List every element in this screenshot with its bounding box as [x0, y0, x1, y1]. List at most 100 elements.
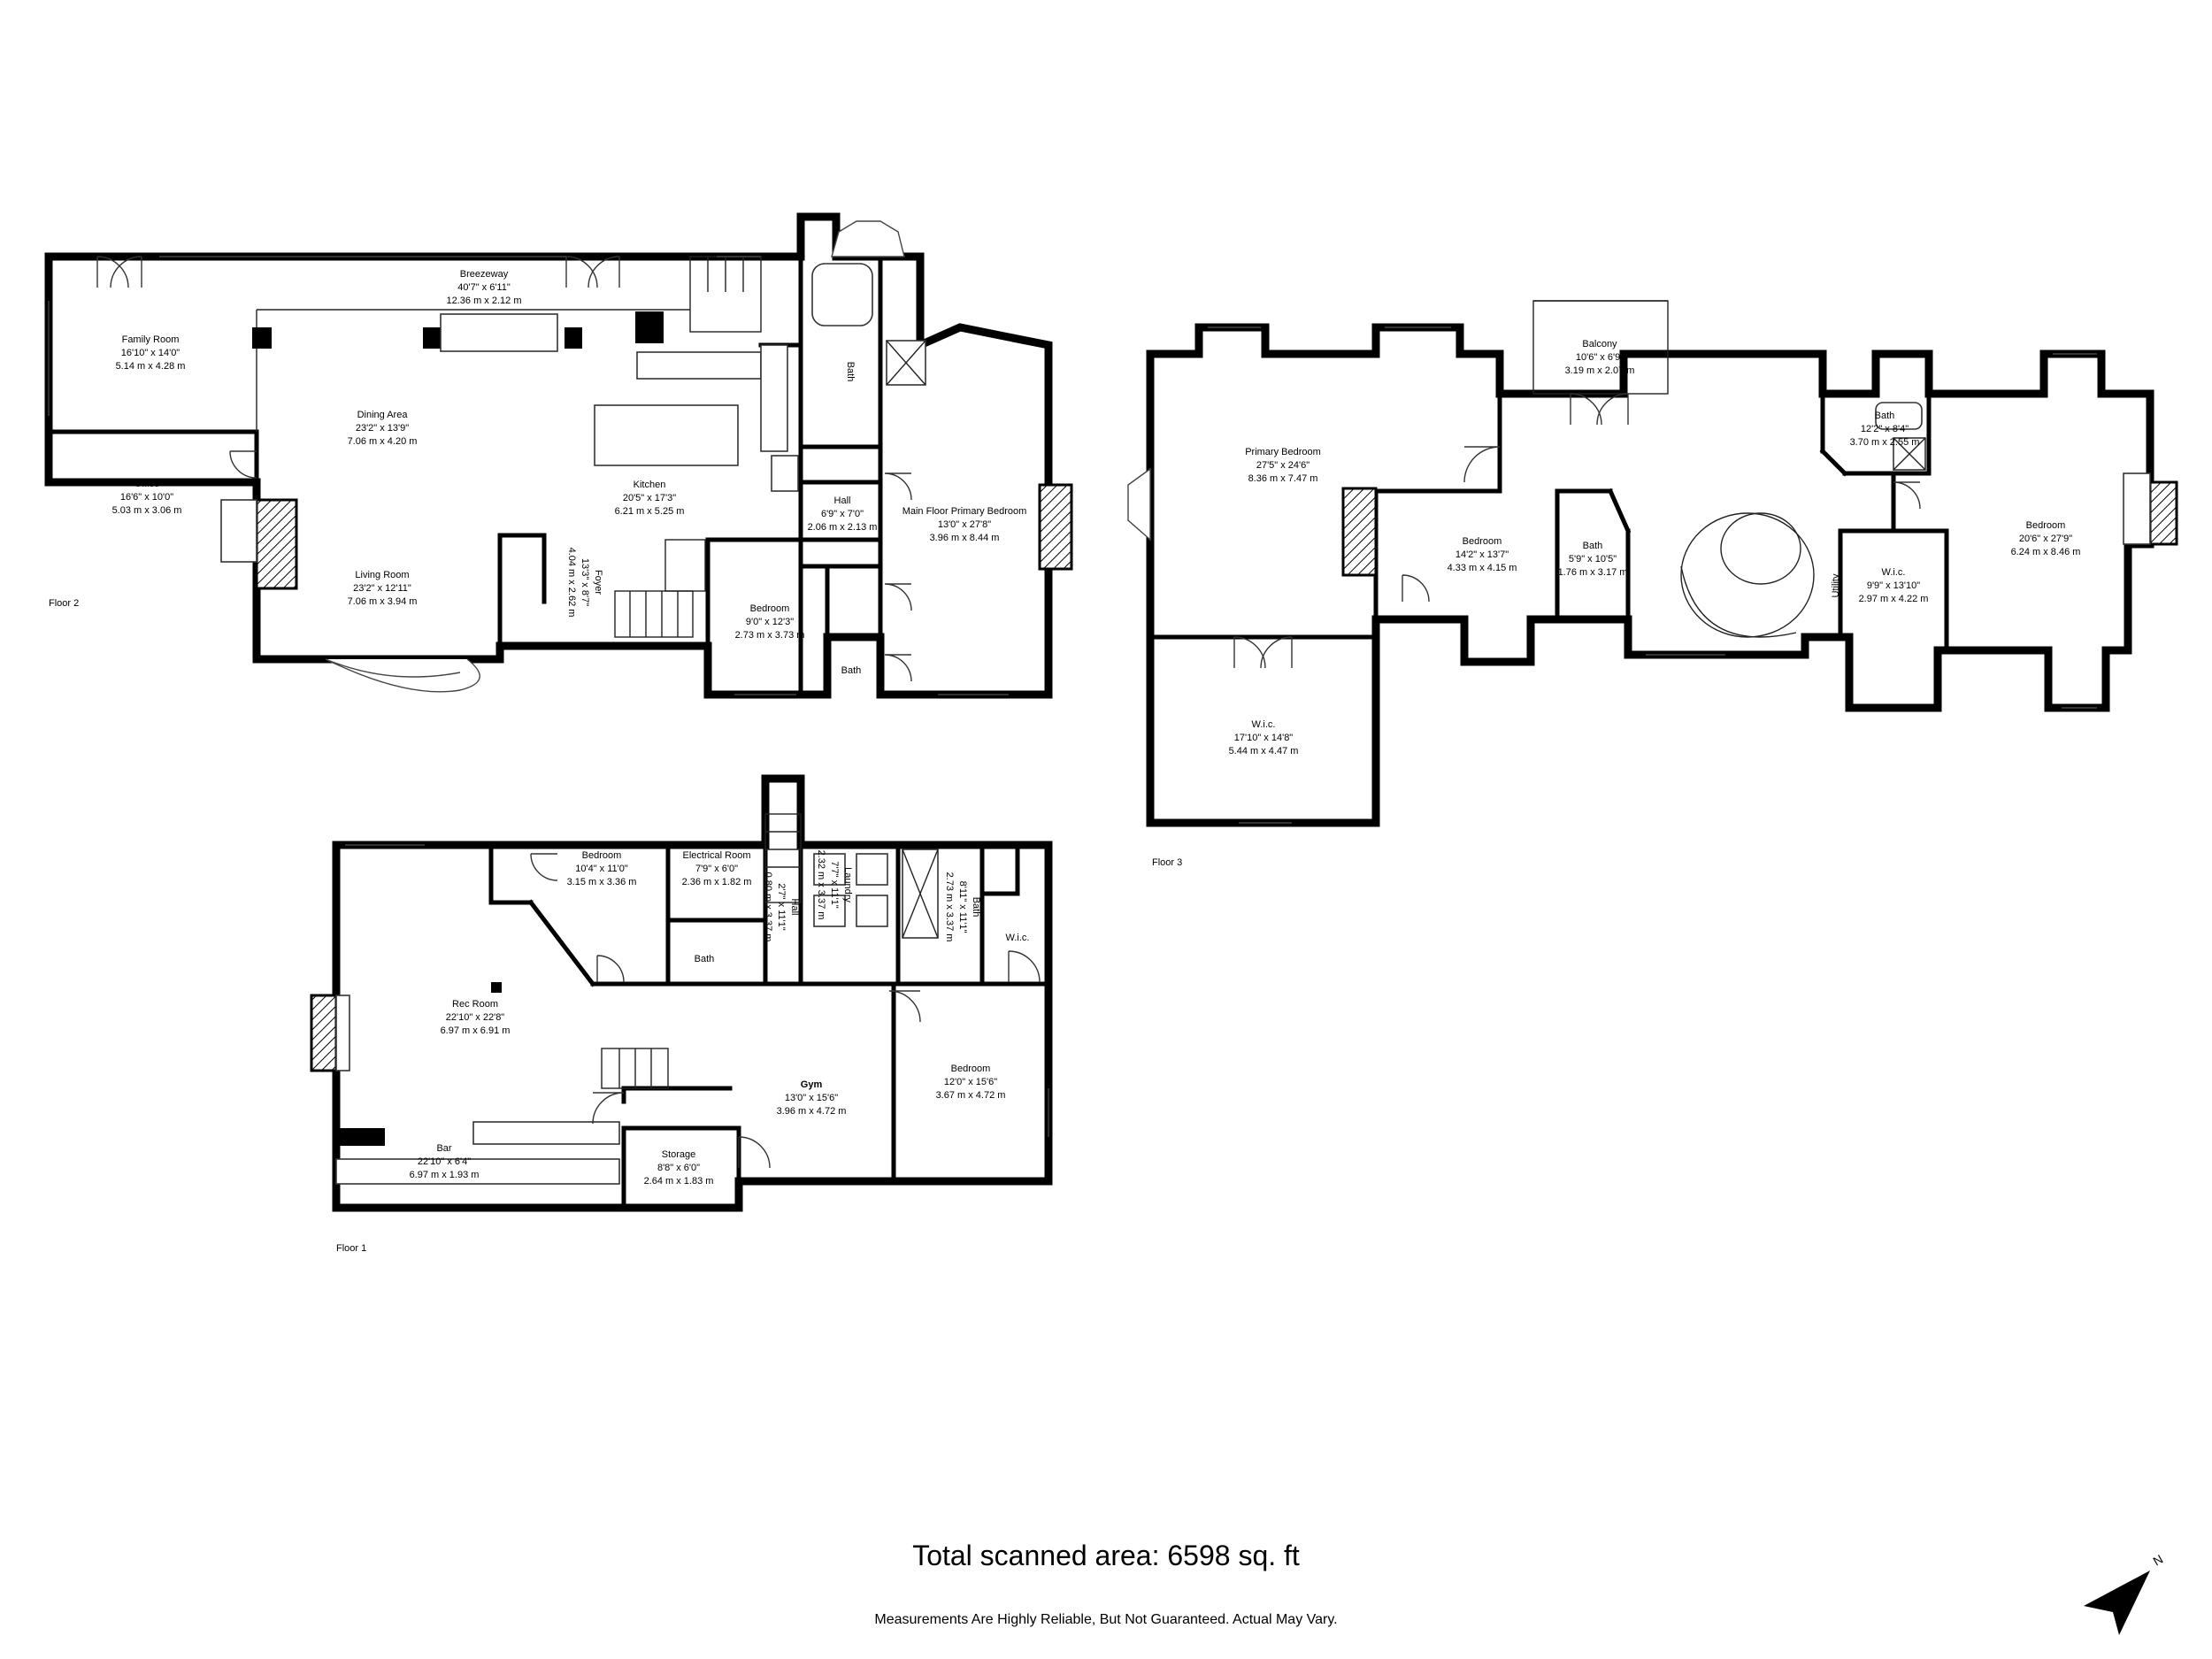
svg-text:23'2" x 13'9": 23'2" x 13'9"	[356, 423, 409, 434]
svg-text:2'7" x 11'1": 2'7" x 11'1"	[776, 883, 787, 930]
svg-text:6.97 m x 1.93 m: 6.97 m x 1.93 m	[410, 1170, 480, 1180]
svg-text:3.96 m x 4.72 m: 3.96 m x 4.72 m	[777, 1106, 847, 1117]
svg-text:8.36 m x 7.47 m: 8.36 m x 7.47 m	[1248, 473, 1318, 484]
svg-text:W.i.c.: W.i.c.	[1252, 719, 1276, 730]
svg-text:Bath: Bath	[971, 897, 981, 918]
svg-text:Foyer: Foyer	[593, 570, 603, 595]
svg-text:Rec Room: Rec Room	[452, 999, 498, 1010]
svg-text:20'5" x 17'3": 20'5" x 17'3"	[623, 493, 676, 503]
room-hall: Hall 6'9" x 7'0" 2.06 m x 2.13 m	[808, 495, 878, 533]
svg-text:Kitchen: Kitchen	[634, 480, 666, 490]
room-bedroom-center: Bedroom 14'2" x 13'7" 4.33 m x 4.15 m	[1448, 536, 1517, 573]
svg-text:Storage: Storage	[662, 1149, 696, 1160]
svg-text:Bar: Bar	[436, 1143, 451, 1154]
svg-text:5.44 m x 4.47 m: 5.44 m x 4.47 m	[1229, 746, 1299, 757]
svg-text:Gym: Gym	[801, 1079, 823, 1090]
svg-text:8'11" x 11'1": 8'11" x 11'1"	[957, 881, 968, 933]
svg-text:16'10" x 14'0": 16'10" x 14'0"	[121, 348, 180, 358]
svg-text:Primary Bedroom: Primary Bedroom	[1245, 447, 1321, 457]
svg-text:2.32 m x 3.37 m: 2.32 m x 3.37 m	[816, 850, 826, 920]
svg-text:9'0" x 12'3": 9'0" x 12'3"	[746, 617, 794, 627]
svg-text:Balcony: Balcony	[1582, 339, 1617, 349]
svg-text:W.i.c.: W.i.c.	[1006, 933, 1030, 943]
svg-text:7.06 m x 4.20 m: 7.06 m x 4.20 m	[348, 436, 418, 447]
floor-2-outer-wall	[44, 212, 1053, 699]
room-laundry: Laundry 7'7" x 11'1" 2.32 m x 3.37 m	[816, 850, 853, 920]
svg-text:3.96 m x 8.44 m: 3.96 m x 8.44 m	[930, 533, 1000, 543]
svg-text:Office: Office	[134, 479, 160, 489]
svg-text:13'3" x 8'7": 13'3" x 8'7"	[580, 558, 590, 606]
svg-text:Family Room: Family Room	[122, 334, 180, 345]
room-living-room: Living Room 23'2" x 12'11" 7.06 m x 3.94…	[348, 570, 418, 607]
room-bar: Bar 22'10" x 6'4" 6.97 m x 1.93 m	[410, 1143, 480, 1180]
floor-3-outer-wall	[1146, 323, 2154, 827]
room-bedroom-floor1-right: Bedroom 12'0" x 15'6" 3.67 m x 4.72 m	[936, 1064, 1006, 1101]
svg-text:3.15 m x 3.36 m: 3.15 m x 3.36 m	[567, 877, 637, 887]
svg-text:2.73 m x 3.73 m: 2.73 m x 3.73 m	[735, 630, 805, 641]
floor-1: Floor 1 Bedroom 10'4" x 11'0" 3.15 m x 3…	[310, 774, 1053, 1254]
svg-text:2.73 m x 3.37 m: 2.73 m x 3.37 m	[944, 872, 955, 942]
room-main-floor-primary-bedroom: Main Floor Primary Bedroom 13'0" x 27'8"…	[902, 506, 1027, 543]
room-storage: Storage 8'8" x 6'0" 2.64 m x 1.83 m	[644, 1149, 714, 1187]
svg-text:13'0" x 15'6": 13'0" x 15'6"	[785, 1093, 838, 1103]
room-hall-floor1: Hall 2'7" x 11'1" 0.80 m x 3.37 m	[763, 872, 800, 942]
svg-text:10'4" x 11'0": 10'4" x 11'0"	[575, 864, 628, 874]
floor-2: Floor 2 Breezeway 40'7" x 6'11" 12.36 m …	[44, 212, 1073, 699]
svg-text:6.97 m x 6.91 m: 6.97 m x 6.91 m	[441, 1025, 511, 1036]
room-bath-lower: Bath	[841, 665, 862, 676]
disclaimer: Measurements Are Highly Reliable, But No…	[874, 1612, 1338, 1627]
svg-text:5'9" x 10'5": 5'9" x 10'5"	[1569, 554, 1617, 565]
svg-text:Breezeway: Breezeway	[460, 269, 509, 280]
svg-text:14'2" x 13'7": 14'2" x 13'7"	[1455, 549, 1509, 560]
svg-text:3.67 m x 4.72 m: 3.67 m x 4.72 m	[936, 1090, 1006, 1101]
svg-text:Bath: Bath	[695, 954, 715, 964]
svg-text:Utility: Utility	[1831, 573, 1841, 597]
svg-text:8'8" x 6'0": 8'8" x 6'0"	[657, 1163, 700, 1173]
svg-text:2.97 m x 4.22 m: 2.97 m x 4.22 m	[1859, 594, 1929, 604]
svg-text:Electrical Room: Electrical Room	[682, 850, 750, 861]
room-rec-room: Rec Room 22'10" x 22'8" 6.97 m x 6.91 m	[441, 999, 511, 1036]
svg-text:9'9" x 13'10": 9'9" x 13'10"	[1867, 580, 1920, 591]
svg-text:6.24 m x 8.46 m: 6.24 m x 8.46 m	[2011, 547, 2081, 557]
floor-3: Floor 3 Balcony 10'6" x 6'9" 3.19 m x 2.…	[1127, 300, 2178, 868]
svg-text:12'0" x 15'6": 12'0" x 15'6"	[944, 1077, 997, 1087]
room-office: Office 16'6" x 10'0" 5.03 m x 3.06 m	[112, 479, 182, 516]
room-kitchen: Kitchen 20'5" x 17'3" 6.21 m x 5.25 m	[615, 480, 685, 517]
room-balcony: Balcony 10'6" x 6'9" 3.19 m x 2.07 m	[1565, 339, 1635, 376]
room-bath-right: Bath 12'2" x 8'4" 3.70 m x 2.55 m	[1850, 411, 1920, 448]
svg-text:7.06 m x 3.94 m: 7.06 m x 3.94 m	[348, 596, 418, 607]
svg-text:23'2" x 12'11": 23'2" x 12'11"	[353, 583, 411, 594]
svg-text:10'6" x 6'9": 10'6" x 6'9"	[1576, 352, 1624, 363]
svg-text:Bedroom: Bedroom	[2026, 520, 2066, 531]
svg-text:40'7" x 6'11": 40'7" x 6'11"	[457, 282, 511, 293]
room-family-room: Family Room 16'10" x 14'0" 5.14 m x 4.28…	[116, 334, 186, 372]
svg-text:22'10" x 22'8": 22'10" x 22'8"	[446, 1012, 505, 1023]
room-breezeway: Breezeway 40'7" x 6'11" 12.36 m x 2.12 m	[447, 269, 522, 306]
svg-text:4.04 m x 2.62 m: 4.04 m x 2.62 m	[566, 548, 577, 618]
room-foyer: Foyer 13'3" x 8'7" 4.04 m x 2.62 m	[566, 548, 603, 618]
svg-text:Bedroom: Bedroom	[951, 1064, 991, 1074]
svg-text:12.36 m x 2.12 m: 12.36 m x 2.12 m	[447, 296, 522, 306]
svg-text:27'5" x 24'6": 27'5" x 24'6"	[1256, 460, 1310, 471]
svg-text:4.33 m x 4.15 m: 4.33 m x 4.15 m	[1448, 563, 1517, 573]
svg-text:13'0" x 27'8": 13'0" x 27'8"	[938, 519, 991, 530]
room-bath-upper: Bath	[845, 362, 856, 382]
room-bedroom-floor1: Bedroom 10'4" x 11'0" 3.15 m x 3.36 m	[567, 850, 637, 887]
floor-3-label: Floor 3	[1152, 857, 1182, 868]
room-bath-floor1-left: Bath	[695, 954, 715, 964]
room-bath-center: Bath 5'9" x 10'5" 1.76 m x 3.17 m	[1558, 541, 1628, 578]
svg-text:16'6" x 10'0": 16'6" x 10'0"	[120, 492, 173, 503]
svg-text:7'7" x 11'1": 7'7" x 11'1"	[829, 861, 840, 908]
room-gym: Gym 13'0" x 15'6" 3.96 m x 4.72 m	[777, 1079, 847, 1117]
svg-text:1.76 m x 3.17 m: 1.76 m x 3.17 m	[1558, 567, 1628, 578]
room-wic-floor1: W.i.c.	[1006, 933, 1030, 943]
svg-text:20'6" x 27'9": 20'6" x 27'9"	[2019, 534, 2072, 544]
svg-text:2.64 m x 1.83 m: 2.64 m x 1.83 m	[644, 1176, 714, 1187]
svg-text:17'10" x 14'8": 17'10" x 14'8"	[1234, 733, 1294, 743]
svg-text:7'9" x 6'0": 7'9" x 6'0"	[695, 864, 738, 874]
room-electrical-room: Electrical Room 7'9" x 6'0" 2.36 m x 1.8…	[682, 850, 752, 887]
svg-text:Main Floor Primary Bedroom: Main Floor Primary Bedroom	[902, 506, 1027, 517]
svg-text:5.14 m x 4.28 m: 5.14 m x 4.28 m	[116, 361, 186, 372]
total-scanned-area: Total scanned area: 6598 sq. ft	[912, 1540, 1300, 1571]
svg-text:Bath: Bath	[845, 362, 856, 382]
